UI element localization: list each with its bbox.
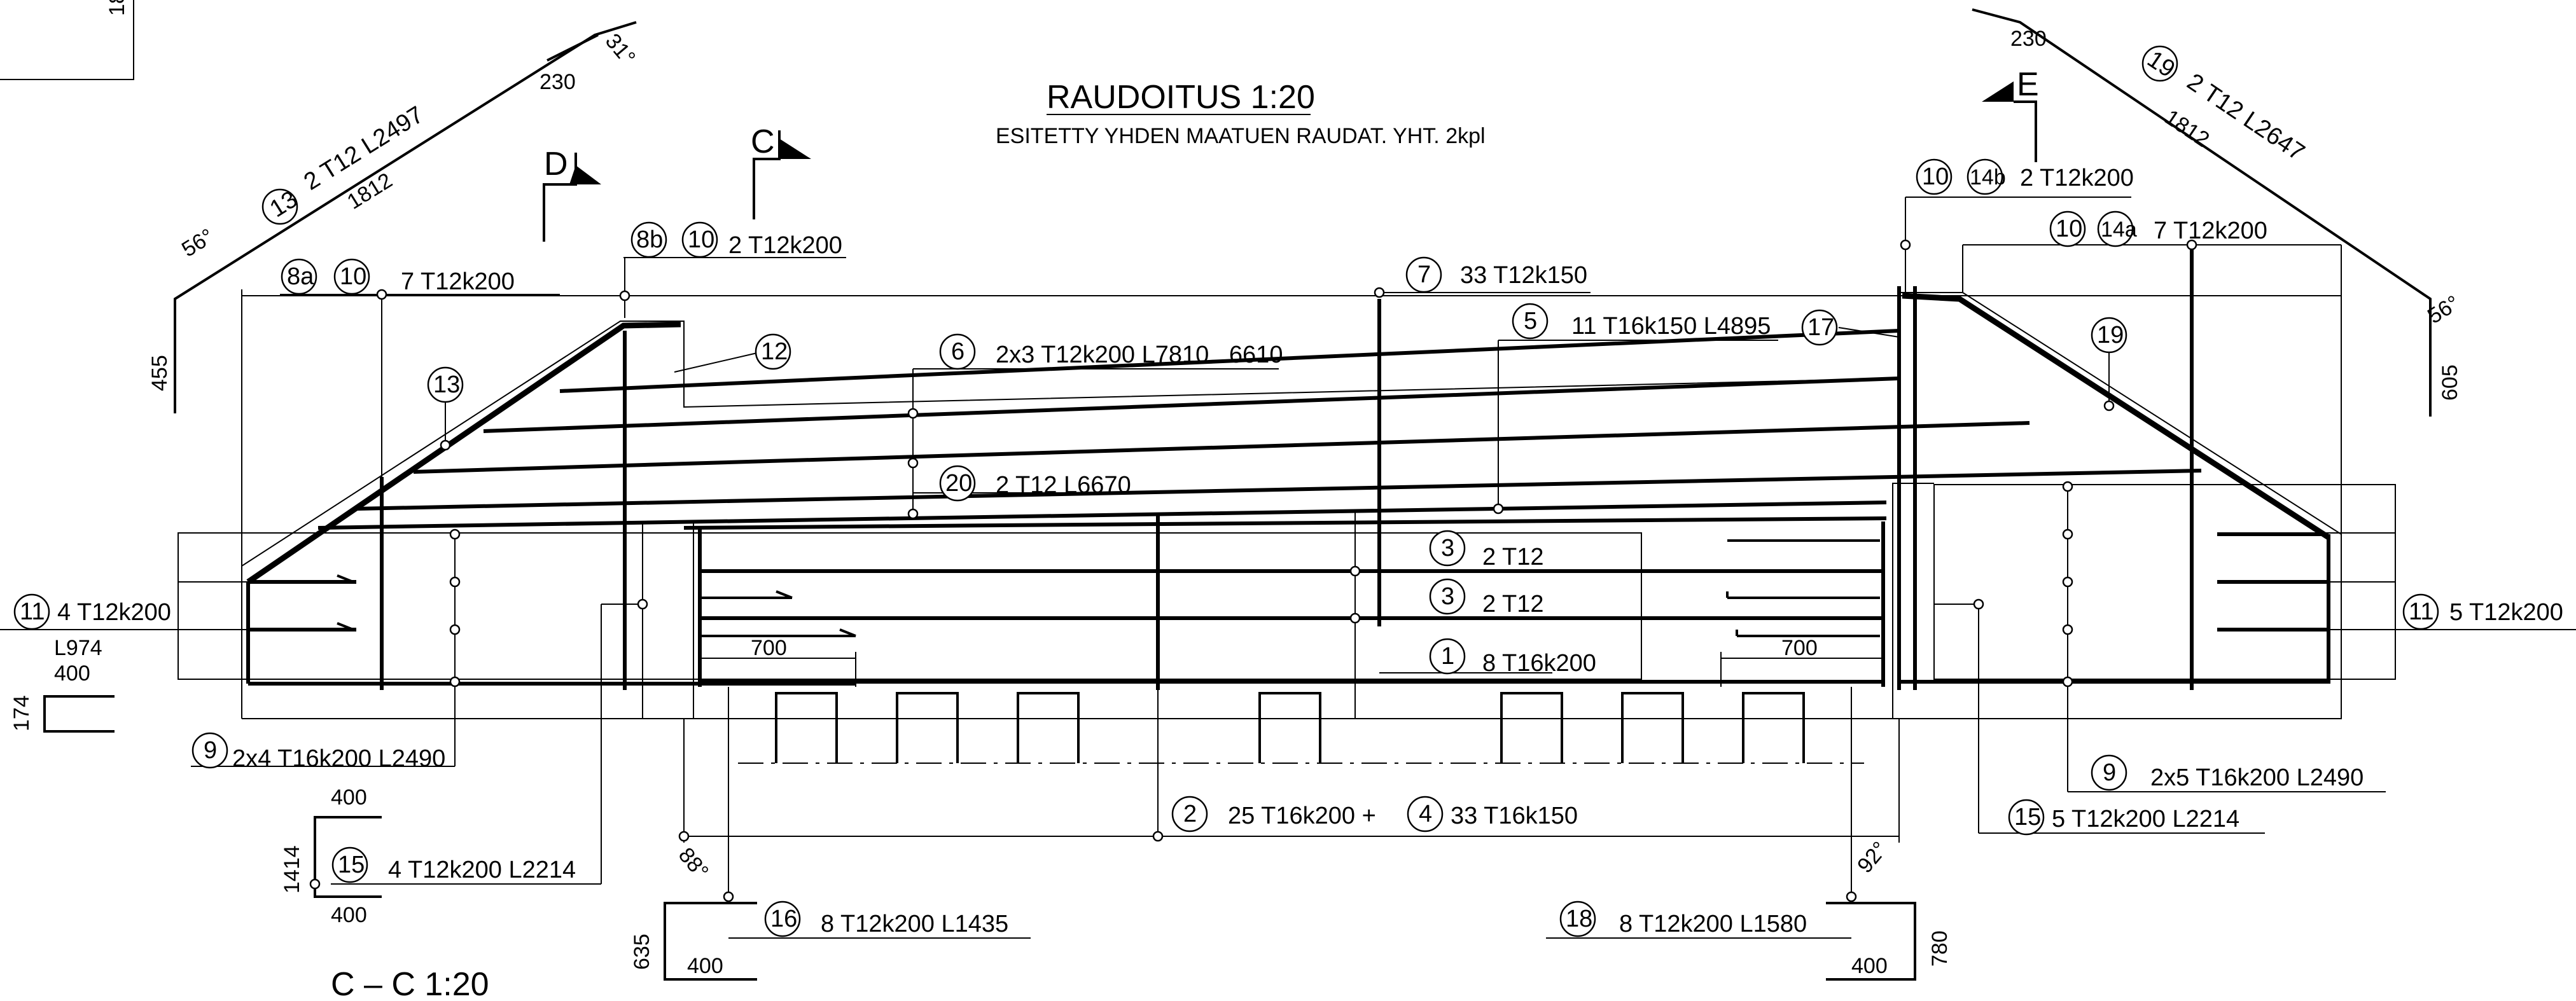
bar-shape-top-left <box>0 0 134 80</box>
label-11r: 5 T12k200 <box>2449 599 2563 626</box>
dim-700a: 700 <box>751 636 787 660</box>
concrete-outline <box>178 292 2396 719</box>
dim-400-16: 400 <box>687 954 723 978</box>
dim-1414: 1414 <box>280 845 304 894</box>
label-19b: 2 T12 L2647 <box>2182 69 2309 167</box>
bubble-8b: 8b <box>636 226 663 253</box>
dim-400-15a: 400 <box>331 785 367 810</box>
bubble-18: 18 <box>1566 906 1592 932</box>
leader-lines <box>0 197 2576 939</box>
label-16: 8 T12k200 L1435 <box>821 911 1008 937</box>
bar-dots <box>309 239 2197 902</box>
bar-shape-15 <box>314 816 382 898</box>
label-6: 2x3 T12k200 L7810...6610 <box>996 342 1283 368</box>
label-11l: 4 T12k200 <box>57 599 171 626</box>
label-4: 33 T16k150 <box>1451 803 1578 829</box>
pile-heads <box>738 692 1864 764</box>
dim-400-15b: 400 <box>331 903 367 927</box>
bubble-1: 1 <box>1441 643 1454 670</box>
label-2: 25 T16k200 + <box>1228 803 1376 829</box>
label-20: 2 T12 L6670 <box>996 472 1131 499</box>
svg-text:D: D <box>544 146 568 183</box>
bubble-labels: 13 8a 10 8b 10 7 5 6 20 12 13 3 3 1 10 1… <box>13 45 2439 937</box>
bubble-10a: 10 <box>340 263 366 290</box>
bar-shape-18 <box>1826 902 1916 981</box>
drawing-subtitle: ESITETTY YHDEN MAATUEN RAUDAT. YHT. 2kpl <box>996 124 1486 148</box>
bubble-3b: 3 <box>1441 583 1454 610</box>
svg-text:C: C <box>751 123 775 160</box>
bubble-9r: 9 <box>2103 759 2116 786</box>
bubble-20: 20 <box>945 470 972 497</box>
bar-hooks <box>254 539 2325 637</box>
label-5: 11 T16k150 L4895 <box>1571 313 1771 340</box>
bar-shape-16 <box>664 902 757 981</box>
bubble-5: 5 <box>1524 308 1537 335</box>
section-marker-d: D <box>543 146 601 242</box>
dim-635: 635 <box>630 934 654 970</box>
drawing-title: RAUDOITUS 1:20 <box>1047 79 1315 116</box>
label-7: 33 T12k150 <box>1460 262 1587 289</box>
dim-780: 780 <box>1928 930 1952 967</box>
dim-230a: 230 <box>540 70 576 94</box>
angle-92: 92° <box>1853 837 1892 878</box>
label-1: 8 T16k200 <box>1482 650 1596 677</box>
bubble-8a: 8a <box>287 263 314 290</box>
bubble-15l: 15 <box>338 852 365 878</box>
angle-31: 31° <box>601 29 640 70</box>
bubble-6: 6 <box>951 338 964 365</box>
section-marker-e: E <box>1982 66 2039 162</box>
bubble-19a: 19 <box>2097 322 2124 349</box>
label-9l: 2x4 T16k200 L2490 <box>232 745 445 772</box>
bubble-7: 7 <box>1417 261 1431 288</box>
bubble-12: 12 <box>761 338 788 365</box>
dim-1812b: 1812 <box>2161 105 2214 152</box>
label-10-14b: 2 T12k200 <box>2020 165 2134 191</box>
dim-605: 605 <box>2438 364 2462 401</box>
bubble-10d: 10 <box>2056 216 2082 242</box>
dim-174: 174 <box>10 695 34 731</box>
label-10-14a: 7 T12k200 <box>2154 217 2267 244</box>
label-15r: 5 T12k200 L2214 <box>2052 806 2239 832</box>
section-marker-c: C <box>751 123 811 219</box>
bubble-14b: 14b <box>1970 165 2006 190</box>
label-18: 8 T12k200 L1580 <box>1619 911 1807 937</box>
dim-230b: 230 <box>2010 27 2047 51</box>
label-3a: 2 T12 <box>1482 544 1543 570</box>
bubble-11r: 11 <box>2409 598 2433 625</box>
label-l974: L974 <box>54 636 102 660</box>
bar-shape-13 <box>174 21 637 413</box>
bubble-9l: 9 <box>204 737 217 764</box>
angle-88: 88° <box>674 843 713 884</box>
bubble-16: 16 <box>770 906 797 932</box>
bubble-10c: 10 <box>1922 163 1949 190</box>
label-8b10: 2 T12k200 <box>728 232 842 259</box>
bar-shape-19 <box>1972 8 2432 417</box>
dim-400-18: 400 <box>1851 954 1888 978</box>
main-bars <box>246 245 2330 690</box>
bubble-14a: 14a <box>2101 217 2137 242</box>
bubble-10b: 10 <box>688 226 714 253</box>
bubble-4: 4 <box>1419 801 1432 827</box>
bubble-11l: 11 <box>20 598 45 625</box>
bar-shape-l974 <box>43 695 115 733</box>
dim-455: 455 <box>148 355 172 391</box>
dim-700b: 700 <box>1781 636 1818 660</box>
label-9r: 2x5 T16k200 L2490 <box>2150 764 2364 791</box>
bubble-15r: 15 <box>2014 804 2041 831</box>
bubble-3a: 3 <box>1441 535 1454 562</box>
section-label: C – C 1:20 <box>331 966 489 1001</box>
bubble-2: 2 <box>1183 801 1197 827</box>
label-3b: 2 T12 <box>1482 591 1543 618</box>
label-15l: 4 T12k200 L2214 <box>388 857 576 883</box>
dim-18: 18 <box>105 0 129 16</box>
dim-400-stirrup: 400 <box>54 661 90 686</box>
svg-text:E: E <box>2017 66 2039 103</box>
angle-56a: 56° <box>178 224 218 261</box>
bubble-17: 17 <box>1807 314 1834 341</box>
label-8a10: 7 T12k200 <box>401 268 515 295</box>
bubble-13a: 13 <box>433 371 460 398</box>
